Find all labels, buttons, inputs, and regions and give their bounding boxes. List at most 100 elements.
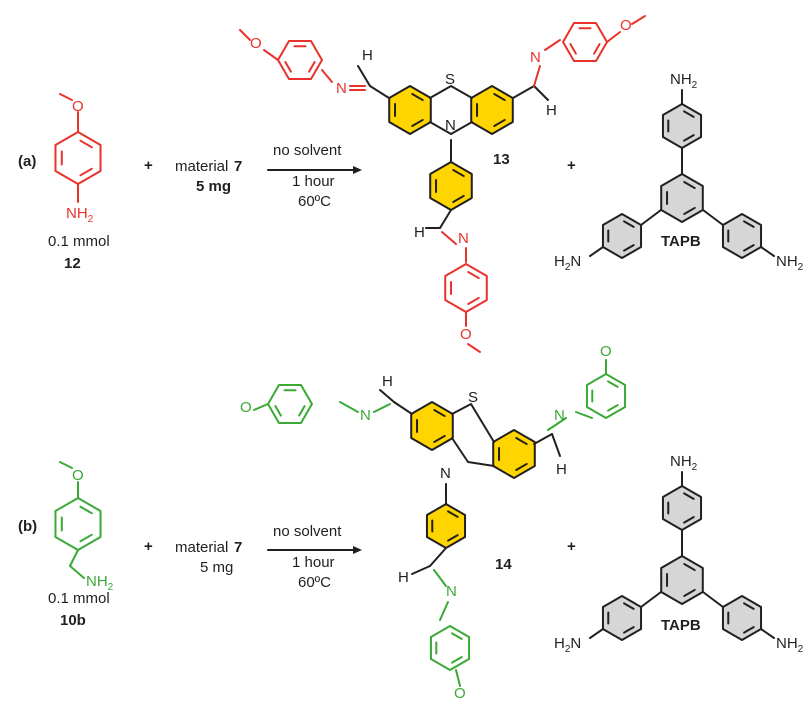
aryl-ring-bottom-b-double-bond [451,632,463,640]
tapb-b-top-ring-double-bond [683,492,695,500]
ptz-n-aryl-ring-double-bond [452,194,465,203]
reaction-arrow-b-head [353,546,362,554]
oxygen-left: O [250,35,262,52]
panel-b-byproduct-name: TAPB [661,617,701,634]
tapb-b-nh2-right: NH2 [776,635,804,655]
bond-ome-left-b [253,403,269,411]
amine-nh2: NH2 [66,205,94,225]
bond-ch2-left-b [339,401,359,413]
tapb-b-bond-nh2-right [760,628,775,639]
tapb-a-top-ring-double-bond [683,110,695,118]
panel-a-reactant-number: 12 [64,255,81,272]
bond-imine-n-aryl-right [544,39,561,51]
tapb-a-left-ring-double-bond [623,244,635,252]
bond-imine-cn-right-b [547,417,567,431]
tapb-b-left-ring-double-bond [623,602,635,610]
bond-ome-bottom-b [455,669,461,687]
sulfur-atom-b: S [468,389,478,406]
imine-n-bottom: N [458,230,469,247]
imine-h-bottom: H [414,224,425,241]
aryl-ring-left-b-double-bond [298,405,306,417]
ptz-nitrogen-bridge [429,121,473,135]
tapb-a-core-ring-double-bond [683,181,696,190]
ptz-sulfur-bridge-b [451,403,495,443]
aryl-ring-bottom-double-bond [467,296,480,305]
aryl-ring-bottom-b [429,625,471,671]
panel-a-plus-1: + [144,157,153,174]
bond-methyl [59,93,73,101]
ptz-n-aryl-ring-b-double-bond [447,510,459,518]
oxygen-right: O [620,17,632,34]
bond-imine-ch-right [533,85,549,101]
panel-b-reactant-amount: 0.1 mmol [48,590,110,607]
ptz-n-aryl-ring-b-double-bond [447,534,459,542]
imine-h-bottom-b: H [398,569,409,586]
bond-methyl-right [631,15,646,25]
panel-b-reagent-amount: 5 mg [200,559,233,576]
bond-ch2-right-b [575,411,593,419]
panel-b-plus-2: + [567,538,576,555]
imine-n-bottom-b: N [446,583,457,600]
tapb-b-core-ring-double-bond [683,588,696,597]
panel-a-product-number: 13 [493,151,510,168]
tapb-a-nh2-right: NH2 [776,253,804,273]
panel-a-label: (a) [18,153,36,170]
panel-b-condition-3: 60ºC [298,574,331,591]
panel-a-condition-3: 60ºC [298,193,331,210]
panel-b-reactant-number: 10b [60,612,86,629]
bond-imine-n-aryl [321,69,333,83]
imine-h-left-b: H [382,373,393,390]
imine-h-right: H [546,102,557,119]
imine-n-left: N [336,80,347,97]
bond-imine-c-left-b [393,401,413,415]
imine-n-right: N [530,49,541,66]
tapb-a-top-ring-double-bond [683,134,695,142]
tapb-a-bond-nh2-right [760,246,775,257]
aryl-ring-right-double-bond [569,43,577,55]
oxygen-left-b: O [240,399,252,416]
anisidine-ring-double-bond [79,139,93,149]
tapb-a-right-ring-double-bond [743,220,755,228]
bond-imine-c-bottom-b [429,547,447,567]
oxygen-b: O [72,467,84,484]
bond-ome-right [606,31,621,43]
tapb-a-bond-right [702,209,724,226]
nitrogen-atom: N [445,117,456,134]
nitrogen-atom-b: N [440,465,451,482]
panel-a-reagent-number: 7 [234,158,242,175]
aryl-ring-left-double-bond [308,61,316,73]
panel-b-reagent-text: material [175,539,228,556]
panel-b-condition-2: 1 hour [292,554,335,571]
tapb-b-right-ring-double-bond [743,626,755,634]
bond-imine-ch [357,65,371,87]
panel-a-condition-1: no solvent [273,142,342,159]
bond-imine-cn-right [533,65,541,87]
panel-a-plus-2: + [567,157,576,174]
tapb-a-bond-nh2-left [589,246,604,257]
tapb-b-bond-right [702,591,724,608]
bond-ch2-n-b [69,565,85,579]
tapb-b-right-ring-double-bond [743,602,755,610]
bond-ch2-b [69,549,79,567]
bond-imine-cn-bottom [441,231,457,245]
reaction-arrow-a-head [353,166,362,174]
bond-imine-cn-left-b [373,403,391,413]
panel-b-reagent-number: 7 [234,539,242,556]
anisidine-ring-double-bond [79,167,93,177]
oxygen-bottom-b: O [454,685,466,702]
tapb-a-left-ring-double-bond [623,220,635,228]
amine-nh2-b: NH2 [86,573,114,593]
panel-a-reagent-text: material [175,158,228,175]
tapb-a-h2n-left: H2N [554,253,581,273]
ptz-right-ring-double-bond [493,93,506,102]
imine-h-left: H [362,47,373,64]
bond-methyl-b [59,461,73,469]
bond-imine-ch-right-b [551,433,561,457]
bond-ch2-bottom-b [439,601,449,621]
panel-b-product-number: 14 [495,556,512,573]
ptz-left-ring-b-double-bond [433,409,446,418]
aryl-ring-right-b-double-bond [607,404,619,412]
tapb-a-right-ring-double-bond [743,244,755,252]
bond-ome-left [263,49,279,61]
